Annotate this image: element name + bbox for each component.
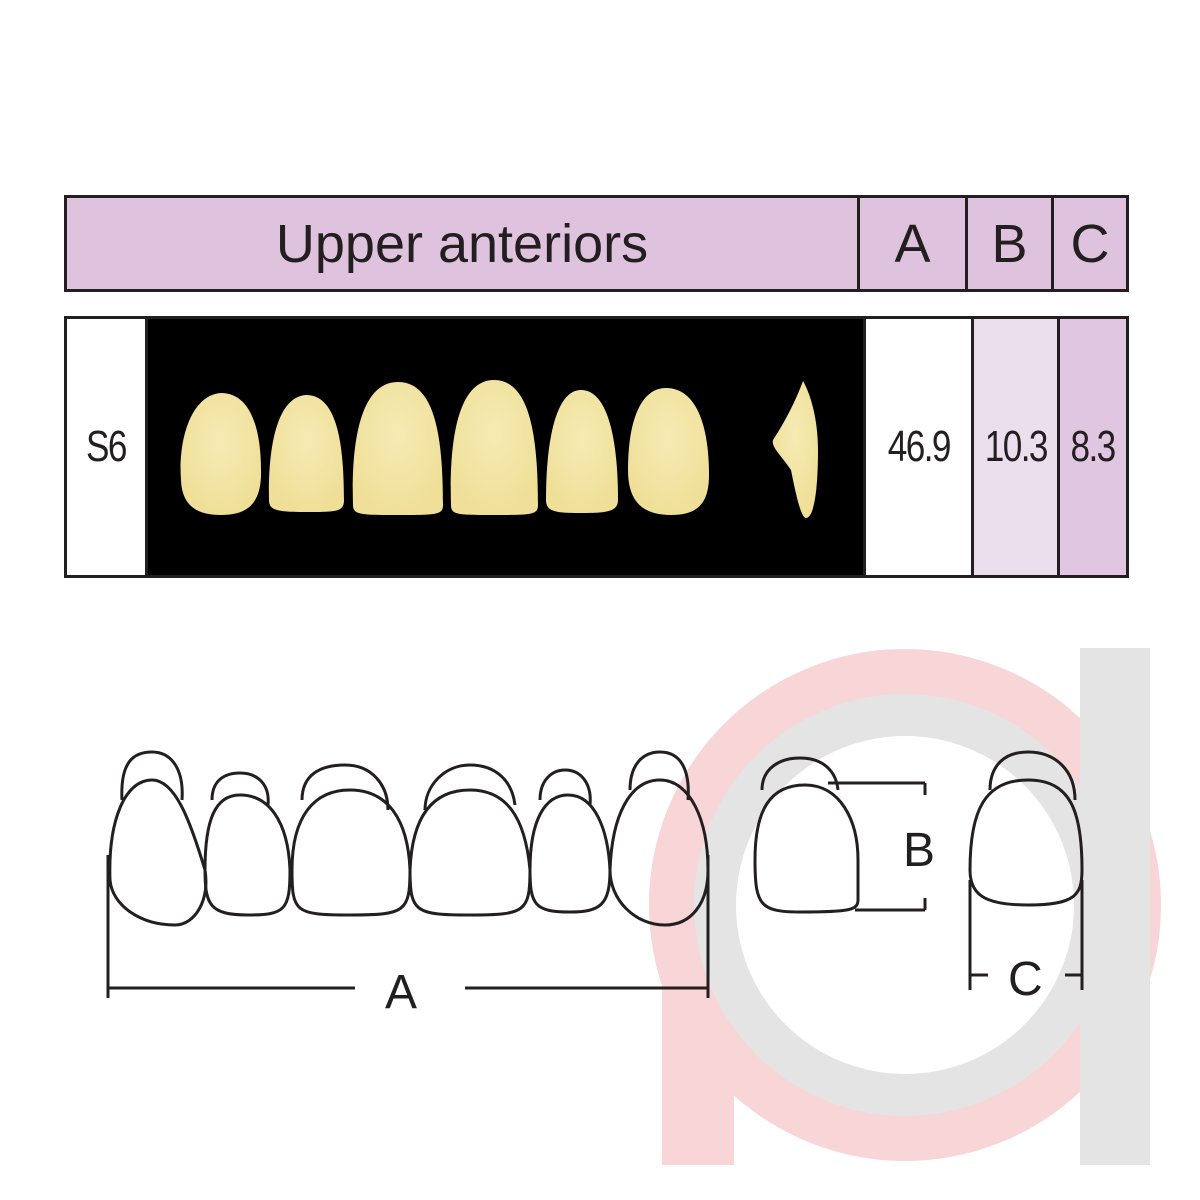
mould-row: S6 46.9 10.3 8.3 bbox=[64, 316, 1129, 578]
value-b: 10.3 bbox=[984, 422, 1048, 471]
dimension-label-a: A bbox=[385, 966, 418, 1019]
mould-cell: S6 bbox=[67, 319, 148, 575]
value-a: 46.9 bbox=[887, 422, 951, 471]
value-c: 8.3 bbox=[1070, 422, 1117, 471]
teeth-photo-image bbox=[180, 380, 818, 518]
dimension-label-c: C bbox=[1008, 953, 1043, 1006]
teeth-photo bbox=[148, 319, 866, 575]
value-c-cell: 8.3 bbox=[1060, 319, 1126, 575]
mould-label: S6 bbox=[86, 422, 127, 471]
table-header: Upper anteriors A B C bbox=[64, 195, 1129, 292]
header-col-c: C bbox=[1070, 213, 1110, 274]
header-col-a: A bbox=[860, 198, 968, 289]
value-a-cell: 46.9 bbox=[866, 319, 974, 575]
dimension-label-b: B bbox=[903, 824, 936, 877]
value-b-cell: 10.3 bbox=[974, 319, 1060, 575]
header-col-b: B bbox=[968, 198, 1054, 289]
header-title: Upper anteriors bbox=[67, 198, 860, 289]
tooth-outlines bbox=[106, 750, 1084, 998]
